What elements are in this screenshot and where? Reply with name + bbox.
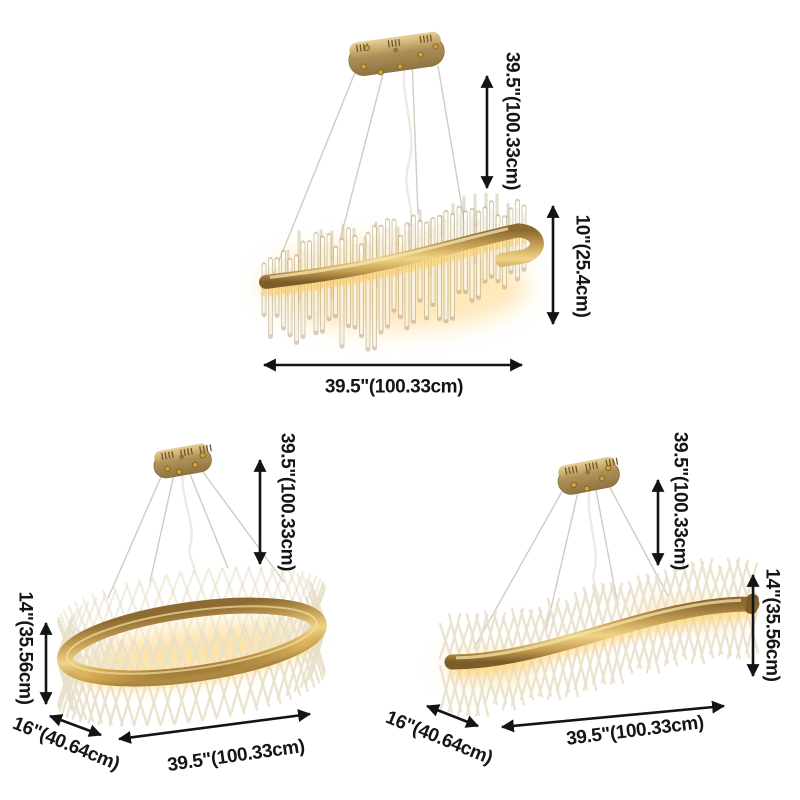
dimension-arrows: [39, 74, 760, 744]
dim-label-right-depth: 16"(40.64cm): [382, 707, 496, 769]
dim-label-top-drop: 39.5"(100.33cm): [501, 51, 523, 191]
dim-label-left-drop: 39.5"(100.33cm): [276, 432, 298, 572]
dim-label-left-width: 39.5"(100.33cm): [166, 735, 306, 777]
chandelier-oval-crystal-image: [259, 31, 544, 352]
chandelier-wave-lattice-image: [438, 456, 760, 717]
dim-label-right-height: 14"(35.56cm): [761, 568, 783, 682]
dim-label-top-width: 39.5"(100.33cm): [324, 376, 464, 398]
dim-label-top-height: 10"(25.4cm): [571, 214, 593, 318]
dim-label-right-drop: 39.5"(100.33cm): [669, 431, 691, 571]
dim-label-left-height: 14"(35.56cm): [14, 591, 36, 705]
dim-label-left-depth: 16"(40.64cm): [9, 713, 123, 775]
dim-label-right-width: 39.5"(100.33cm): [565, 712, 705, 750]
